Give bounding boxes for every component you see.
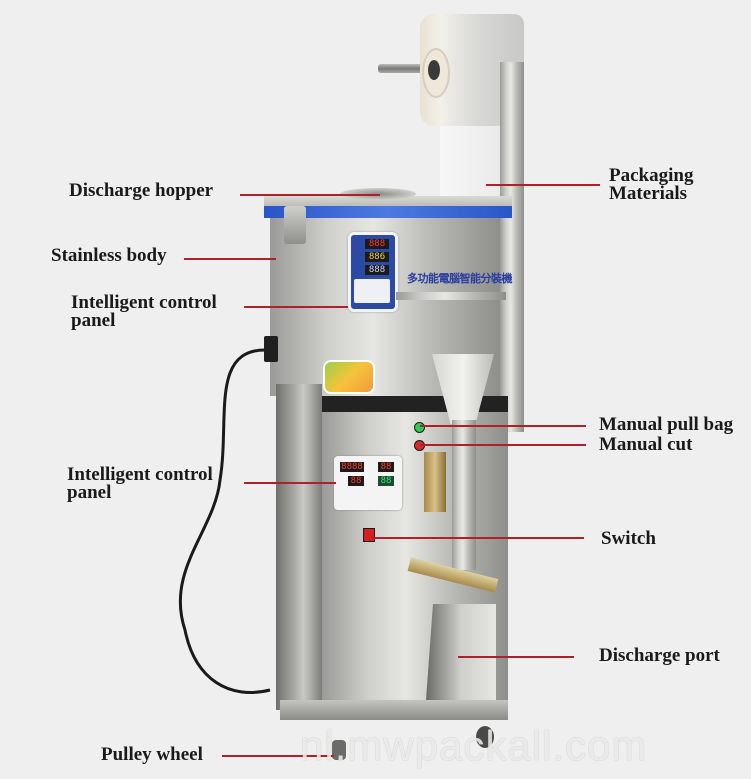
leader-pulley-wheel	[222, 755, 334, 757]
upper-display-1: 888	[365, 239, 389, 249]
label-discharge-hopper: Discharge hopper	[69, 180, 214, 201]
wheel-front-right	[476, 726, 494, 748]
film-strip	[440, 126, 506, 206]
label-control-panel-upper: Intelligent control panel	[71, 292, 217, 331]
lower-display-2: 88	[348, 476, 364, 486]
upper-display-3: 888	[365, 265, 389, 275]
label-packaging-materials: Packaging Materials	[609, 165, 694, 204]
leader-manual-cut	[420, 444, 586, 446]
label-packaging-materials-line1: Packaging	[609, 165, 694, 186]
label-control-panel-lower: Intelligent control panel	[67, 464, 213, 503]
label-control-panel-upper-line1: Intelligent control	[71, 292, 217, 313]
label-discharge-port: Discharge port	[599, 645, 720, 666]
label-control-panel-lower-line1: Intelligent control	[67, 464, 213, 485]
discharge-chute	[426, 604, 496, 700]
power-plug	[264, 336, 278, 362]
power-switch	[363, 528, 375, 542]
horizontal-bar	[396, 292, 506, 300]
leader-discharge-port	[458, 656, 574, 658]
manual-cut-button	[414, 440, 425, 451]
lower-body-side	[276, 384, 322, 710]
film-support-post	[500, 62, 524, 432]
vertical-sealer	[424, 452, 446, 512]
label-manual-pull-bag: Manual pull bag	[599, 414, 734, 435]
manual-pull-bag-button	[414, 422, 425, 433]
label-packaging-materials-line2: Materials	[609, 183, 688, 204]
label-control-panel-lower-line2: panel	[67, 482, 112, 503]
leader-packaging-materials	[486, 184, 600, 186]
leader-control-panel-lower	[244, 482, 336, 484]
film-roll-shaft	[378, 64, 438, 73]
wheel-front-left	[332, 740, 346, 760]
leader-manual-pull-bag	[420, 425, 586, 427]
lower-display-4: 88	[378, 476, 394, 486]
film-roll-core-hole	[428, 60, 440, 80]
product-sticker	[323, 360, 375, 394]
label-manual-cut: Manual cut	[599, 434, 693, 455]
power-cord	[178, 348, 271, 694]
label-control-panel-upper-line2: panel	[71, 310, 116, 331]
leader-switch	[372, 537, 584, 539]
lower-control-panel: 8888 88 88 88	[334, 456, 402, 510]
machine-name-plate: 多功能電腦智能分裝機	[407, 272, 513, 285]
side-latch	[284, 206, 306, 244]
watermark: nl.mwpackall.com	[300, 722, 648, 769]
blue-trim	[264, 206, 512, 218]
upper-keypad	[354, 279, 390, 303]
forming-tube	[452, 420, 476, 570]
label-stainless-body: Stainless body	[51, 245, 167, 266]
label-switch: Switch	[601, 528, 656, 549]
lower-display-1: 8888	[340, 462, 364, 472]
lower-display-3: 88	[378, 462, 394, 472]
leader-control-panel-upper	[244, 306, 348, 308]
leader-stainless-body	[184, 258, 276, 260]
base-plate	[280, 700, 508, 720]
upper-display-2: 886	[365, 252, 389, 262]
top-lid	[264, 196, 512, 208]
label-pulley-wheel: Pulley wheel	[101, 744, 203, 765]
upper-control-panel: 888 886 888	[348, 232, 398, 312]
leader-discharge-hopper	[240, 194, 380, 196]
